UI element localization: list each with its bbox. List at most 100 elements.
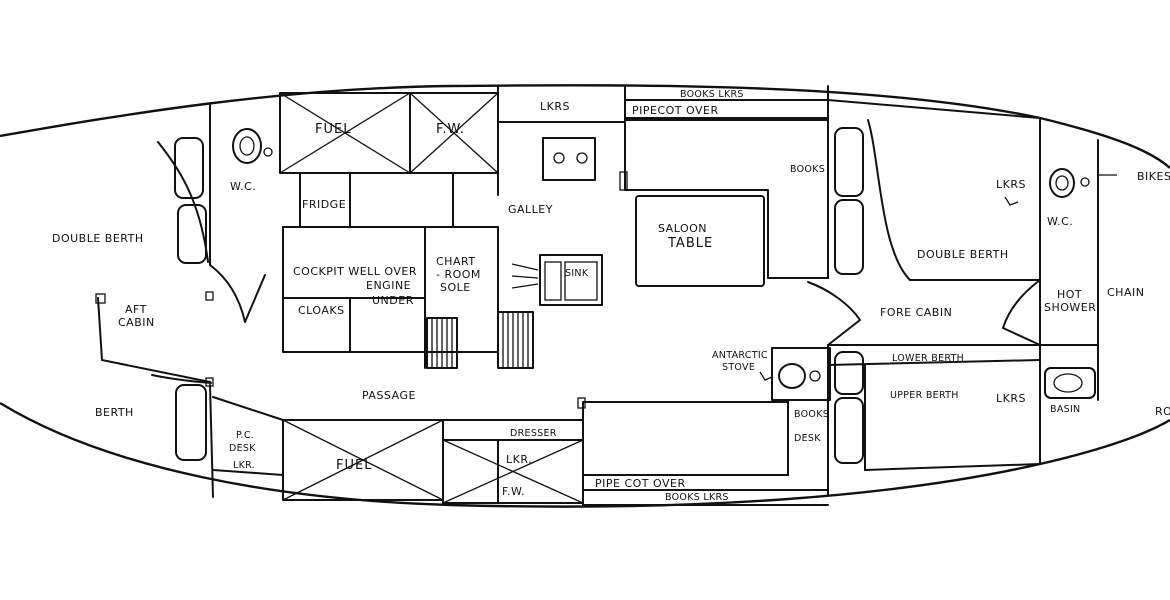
companion-steps-2 bbox=[497, 311, 534, 369]
post-marker bbox=[205, 377, 214, 387]
wc-flush-icon bbox=[1080, 177, 1090, 187]
label-pc-desk-lkr-2: DESK bbox=[229, 443, 256, 454]
cushion bbox=[174, 137, 204, 199]
label-pipe-cot-over-bottom: PIPE COT OVER bbox=[595, 477, 686, 490]
fw-tank-cross bbox=[409, 92, 499, 174]
label-engine: ENGINE bbox=[366, 279, 411, 292]
label-chart-room-1: CHART bbox=[436, 255, 476, 268]
label-books-lkrs-bottom: BOOKS LKRS bbox=[665, 492, 729, 503]
label-rope: RO bbox=[1155, 405, 1170, 418]
aft-berth-top-edge bbox=[157, 141, 209, 263]
pipecot-bottom bbox=[582, 474, 829, 506]
label-aft-cabin-2: CABIN bbox=[118, 316, 155, 329]
cockpit-divisions bbox=[282, 226, 426, 369]
sink-tap-lines bbox=[511, 263, 539, 289]
sink-bowl bbox=[564, 261, 598, 301]
label-books-saloon: BOOKS bbox=[790, 164, 825, 175]
cushion bbox=[834, 127, 864, 197]
label-fridge: FRIDGE bbox=[302, 198, 346, 211]
label-saloon-table-1: SALOON bbox=[658, 222, 707, 235]
label-hot-shower-1: HOT bbox=[1057, 288, 1082, 301]
forward-bulkhead bbox=[1039, 117, 1099, 465]
dresser-block bbox=[442, 419, 584, 504]
label-pipecot-over-top: PIPECOT OVER bbox=[632, 104, 719, 117]
basin-bowl-icon bbox=[1053, 373, 1083, 393]
cushion bbox=[175, 384, 207, 461]
fore-cabin-top bbox=[827, 99, 1041, 281]
wc-toilet-icon bbox=[232, 128, 262, 164]
post-marker bbox=[577, 397, 586, 409]
label-pc-desk-lkr-3: LKR. bbox=[233, 460, 255, 471]
stove-icon bbox=[778, 363, 806, 389]
label-antarctic-stove-2: STOVE bbox=[722, 362, 755, 373]
label-books-desk-1: BOOKS bbox=[794, 409, 829, 420]
label-lkrs-fwd: LKRS bbox=[996, 178, 1026, 191]
hull-outline bbox=[0, 84, 1170, 169]
label-fw-port: F.W. bbox=[436, 122, 465, 137]
label-wc-aft: W.C. bbox=[230, 180, 256, 193]
aft-berth-bottom-edge bbox=[151, 374, 212, 384]
label-pc-desk-lkr-1: P.C. bbox=[236, 430, 254, 441]
cushion bbox=[834, 351, 864, 395]
post-marker bbox=[95, 293, 106, 304]
pc-desk-lines bbox=[212, 396, 284, 476]
sink-drainer bbox=[544, 261, 562, 301]
label-cockpit-well-over: COCKPIT WELL OVER bbox=[293, 265, 417, 278]
cushion bbox=[177, 204, 207, 264]
label-lkr-stbd: LKR. bbox=[506, 453, 532, 466]
label-cloaks: CLOAKS bbox=[298, 304, 345, 317]
label-books-lkrs-top: BOOKS LKRS bbox=[680, 89, 744, 100]
label-hot-shower-2: SHOWER bbox=[1044, 301, 1096, 314]
label-under: UNDER bbox=[372, 294, 414, 307]
label-galley: GALLEY bbox=[508, 203, 553, 216]
galley-stove bbox=[542, 137, 596, 181]
arrow-icon bbox=[759, 371, 773, 381]
cushion bbox=[834, 397, 864, 464]
label-antarctic-stove-1: ANTARCTIC bbox=[712, 350, 768, 361]
post-marker bbox=[619, 171, 628, 191]
fridge-area bbox=[299, 172, 499, 228]
stbd-fuel-cross bbox=[282, 419, 444, 501]
saloon-settee-stbd bbox=[582, 401, 789, 476]
steps-treads bbox=[431, 318, 453, 368]
label-berth-aft: BERTH bbox=[95, 406, 134, 419]
aft-cabin-partition bbox=[97, 297, 211, 383]
cockpit-well bbox=[282, 226, 499, 353]
stbd-fw-cross bbox=[442, 439, 584, 504]
label-fore-cabin: FORE CABIN bbox=[880, 306, 952, 319]
stove-flue-icon bbox=[809, 370, 821, 382]
label-upper-berth: UPPER BERTH bbox=[890, 390, 959, 401]
burner-icon bbox=[553, 152, 565, 164]
galley-sink-unit bbox=[539, 254, 603, 306]
label-books-desk-2: DESK bbox=[794, 433, 821, 444]
saloon-settee-port bbox=[624, 119, 829, 279]
fore-cabin-door bbox=[807, 281, 861, 346]
wc-toilet-bowl-icon bbox=[1055, 175, 1069, 191]
galley-lockers bbox=[497, 85, 626, 196]
label-lkrs-stbd: LKRS bbox=[996, 392, 1026, 405]
label-bikes: BIKES bbox=[1137, 170, 1170, 183]
wc-flush-icon bbox=[263, 147, 273, 157]
antarctic-stove bbox=[771, 347, 831, 401]
books-desk-lines bbox=[787, 344, 829, 496]
label-fuel-port: FUEL bbox=[315, 122, 351, 137]
label-lkrs-top: LKRS bbox=[540, 100, 570, 113]
label-lower-berth: LOWER BERTH bbox=[892, 353, 964, 364]
cushion bbox=[834, 199, 864, 275]
basin bbox=[1044, 367, 1096, 399]
burner-icon bbox=[576, 152, 588, 164]
label-aft-cabin-1: AFT bbox=[125, 303, 147, 316]
label-wc-fwd: W.C. bbox=[1047, 215, 1073, 228]
post-marker bbox=[205, 291, 214, 301]
steps-treads bbox=[502, 312, 529, 368]
saloon-table bbox=[635, 195, 765, 287]
label-chart-room-2: - ROOM bbox=[436, 268, 481, 281]
label-fuel-stbd: FUEL bbox=[336, 458, 372, 473]
label-basin: BASIN bbox=[1050, 404, 1080, 415]
wc-toilet-bowl-icon bbox=[239, 136, 255, 156]
label-fw-stbd: F.W. bbox=[502, 485, 525, 498]
label-passage: PASSAGE bbox=[362, 389, 416, 402]
label-double-berth-fwd: DOUBLE BERTH bbox=[917, 248, 1009, 261]
label-dresser: DRESSER bbox=[510, 428, 557, 439]
port-tanks bbox=[279, 92, 499, 174]
